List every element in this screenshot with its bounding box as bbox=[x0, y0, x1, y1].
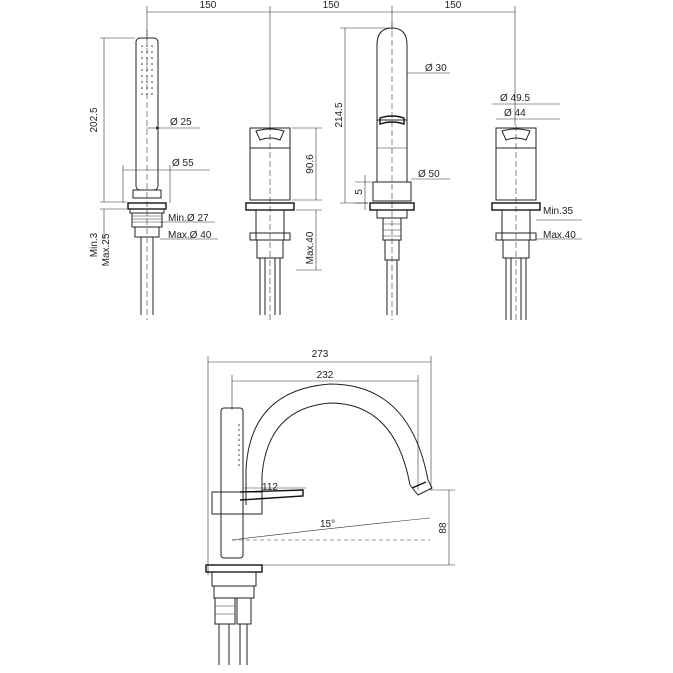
diverter-max: Max.40 bbox=[543, 230, 576, 241]
handshower-deck-max: Max.25 bbox=[101, 233, 112, 266]
valve-height: 90.6 bbox=[305, 154, 316, 174]
handshower-max-hole: Max.Ø 40 bbox=[168, 230, 212, 241]
spacing-3: 150 bbox=[445, 0, 462, 11]
diverter-min: Min.35 bbox=[543, 206, 573, 217]
angle-label: 15° bbox=[320, 519, 335, 530]
spacing-2: 150 bbox=[323, 0, 340, 11]
handshower-drawing: 202.5 Min.3 Max.25 Ø 25 Ø 55 Min.Ø 27 Ma… bbox=[89, 30, 218, 320]
spout-base-h: 5 bbox=[354, 189, 365, 195]
spacing-1: 150 bbox=[200, 0, 217, 11]
spacing-dimension: 150 150 150 bbox=[146, 0, 516, 125]
valve-deck-max: Max.40 bbox=[305, 231, 316, 264]
spout-height: 214.5 bbox=[334, 102, 345, 127]
diverter-d49: Ø 49.5 bbox=[500, 93, 530, 104]
handle-length: 112 bbox=[262, 482, 278, 493]
handshower-d55: Ø 55 bbox=[172, 158, 194, 169]
diverter-d44: Ø 44 bbox=[504, 108, 526, 119]
spout-d50: Ø 50 bbox=[418, 169, 440, 180]
handshower-height: 202.5 bbox=[89, 107, 100, 132]
handshower-min-hole: Min.Ø 27 bbox=[168, 213, 209, 224]
side-view-drawing: 273 232 112 15° 88 bbox=[205, 349, 455, 665]
handshower-d25: Ø 25 bbox=[170, 117, 192, 128]
spout-d30: Ø 30 bbox=[425, 63, 447, 74]
overall-width: 273 bbox=[312, 349, 329, 360]
spout-drawing: 214.5 5 Ø 30 Ø 50 bbox=[334, 22, 450, 320]
spout-height-88: 88 bbox=[438, 522, 449, 534]
handshower-deck-min: Min.3 bbox=[89, 232, 100, 257]
valve-drawing: 90.6 Max.40 bbox=[245, 125, 322, 320]
handshower-nozzles bbox=[141, 45, 153, 95]
diverter-drawing: Ø 49.5 Ø 44 Min.35 Max.40 bbox=[491, 93, 582, 322]
spout-reach: 232 bbox=[317, 370, 334, 381]
side-nozzles bbox=[238, 424, 240, 466]
